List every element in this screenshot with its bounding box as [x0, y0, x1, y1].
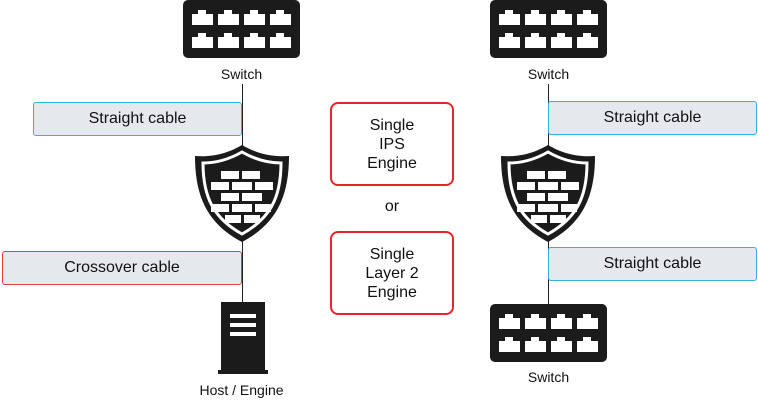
server-tower-icon [218, 302, 268, 374]
right-top-switch-label: Switch [527, 66, 570, 82]
single-layer2-engine-box: Single Layer 2 Engine [330, 231, 454, 315]
right-bottom-straight-cable-label: Straight cable [548, 247, 757, 281]
left-switch-label: Switch [220, 66, 263, 82]
engine-line: IPS [379, 135, 405, 153]
or-text: or [384, 198, 400, 215]
switch-icon [490, 304, 607, 362]
switch-icon [183, 0, 300, 58]
engine-line: Single [369, 245, 415, 263]
firewall-shield-icon [501, 145, 595, 242]
single-ips-engine-box: Single IPS Engine [330, 102, 454, 186]
engine-line: Engine [367, 154, 417, 172]
engine-line: Single [369, 116, 415, 134]
left-straight-cable-label: Straight cable [33, 102, 242, 136]
engine-line: Layer 2 [365, 264, 419, 282]
left-crossover-cable-label: Crossover cable [2, 251, 242, 285]
engine-line: Engine [367, 283, 417, 301]
firewall-shield-icon [195, 145, 289, 242]
left-bottom-connection-line [242, 236, 243, 306]
host-engine-label: Host / Engine [199, 382, 284, 398]
right-bottom-switch-label: Switch [527, 369, 570, 385]
switch-icon [490, 0, 607, 58]
right-top-straight-cable-label: Straight cable [548, 101, 757, 135]
